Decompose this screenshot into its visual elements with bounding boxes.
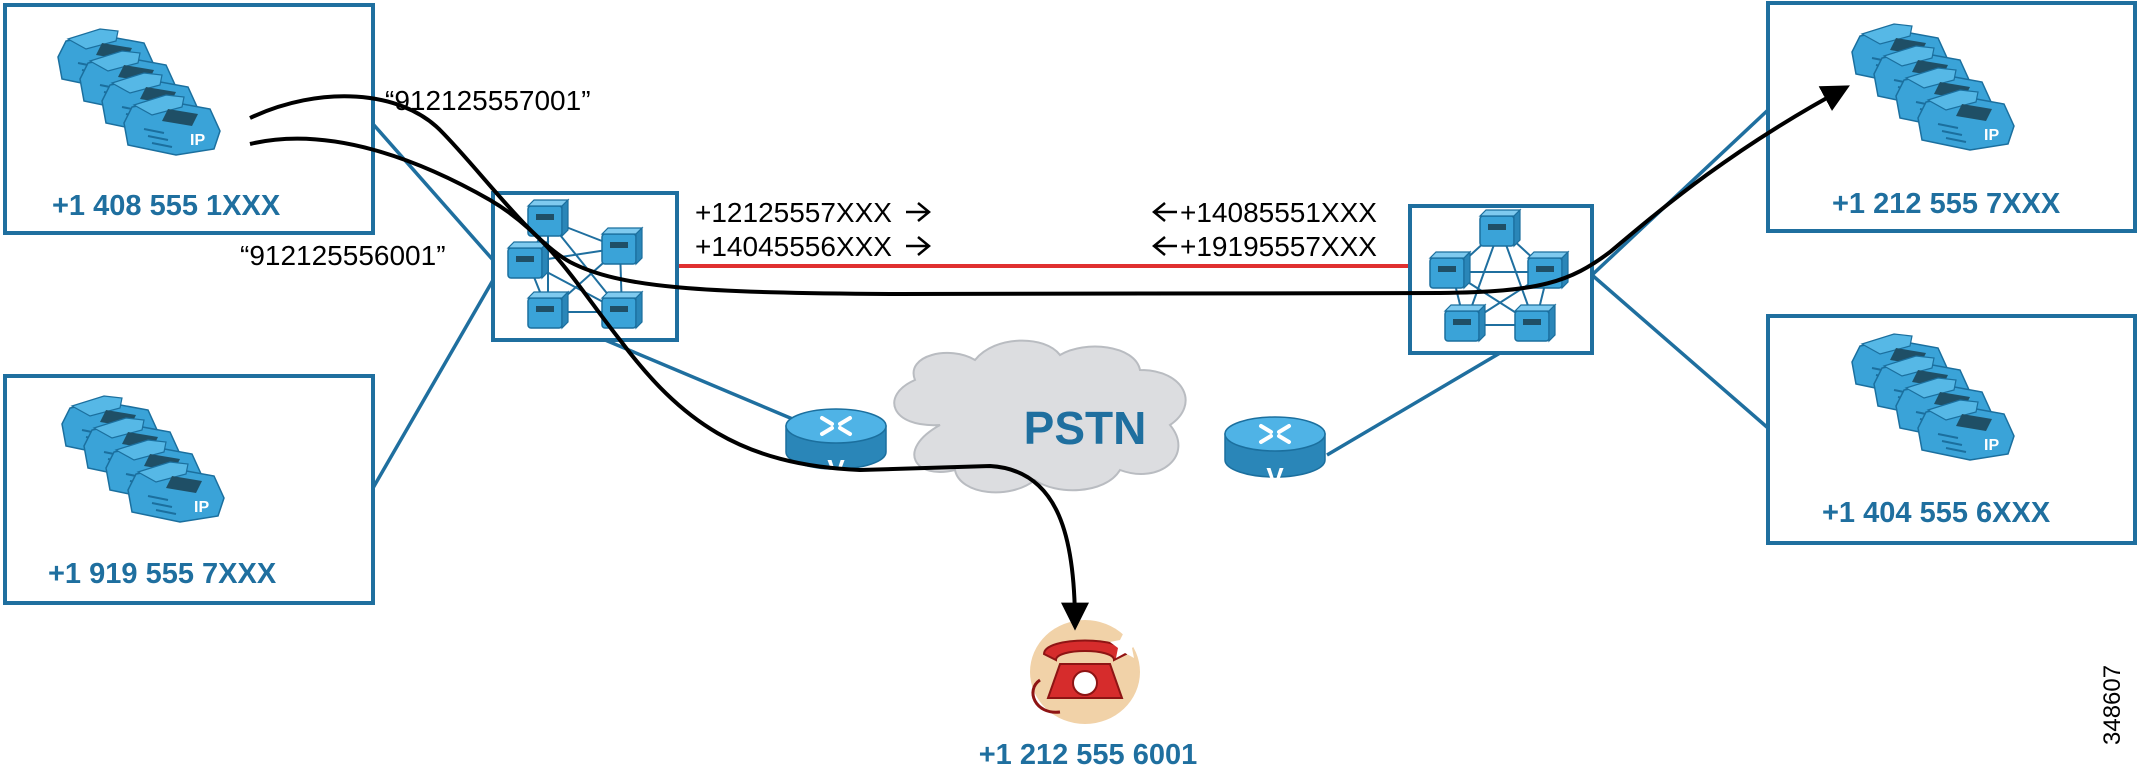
cluster-left: [491, 191, 679, 342]
site-box: [3, 3, 375, 235]
site-box: [1766, 314, 2137, 545]
ip-badge: IP: [1984, 437, 1999, 454]
site-1919: IP +1 919 555 7XXX: [3, 374, 375, 605]
link-1408-cluster: [371, 122, 502, 270]
route-labels-left: +12125557XXX +14045556XXX: [695, 197, 931, 262]
route-labels-right: +14085551XXX +19195557XXX: [1152, 197, 1377, 262]
site-1212: IP +1 212 555 7XXX: [1766, 1, 2137, 233]
ip-badge: IP: [1984, 127, 1999, 144]
site-1404: IP +1 404 555 6XXX: [1766, 314, 2137, 545]
arrow-left-icon: [1152, 236, 1177, 256]
site-number-label: +1 404 555 6XXX: [1822, 497, 2051, 529]
ip-phone-stack-icon: IP: [1852, 24, 2014, 150]
route-label: +19195557XXX: [1180, 231, 1377, 262]
arrow-right-icon: [906, 202, 931, 222]
arrow-right-icon: [906, 236, 931, 256]
site-box: [1766, 1, 2137, 233]
site-1408: IP +1 408 555 1XXX: [3, 3, 375, 235]
dial-string-lower: “912125556001”: [240, 240, 446, 271]
router-badge-right: V: [1266, 462, 1284, 492]
call-path-to-pstn: [249, 136, 1089, 631]
voice-gateway-router-icon: V: [784, 407, 888, 484]
link-cluster-router-right: [1326, 351, 1501, 457]
arrow-left-icon: [1152, 202, 1177, 222]
figure-id: 348607: [2099, 665, 2126, 745]
ip-badge: IP: [190, 132, 205, 149]
site-number-label: +1 408 555 1XXX: [52, 190, 281, 222]
cluster-right: [1408, 204, 1594, 355]
call-paths: [249, 85, 1850, 631]
call-path-to-1212: [249, 85, 1850, 297]
site-box: [3, 374, 375, 605]
link-1404-cluster: [1590, 273, 1770, 430]
destination-number: +1 212 555 6001: [979, 739, 1198, 771]
ip-phone-stack-icon: IP: [1852, 334, 2014, 460]
site-number-label: +1 919 555 7XXX: [48, 558, 277, 590]
ip-phone-stack-icon: IP: [62, 396, 224, 522]
voice-gateway-router-icon: V: [1223, 415, 1327, 492]
route-label: +14045556XXX: [695, 231, 892, 262]
ip-phone-stack-icon: IP: [58, 29, 220, 155]
link-1919-cluster: [371, 267, 502, 489]
analog-phone-icon: [1030, 620, 1140, 724]
dial-string-upper: “912125557001”: [385, 85, 591, 116]
route-label: +14085551XXX: [1180, 197, 1377, 228]
pstn-label: PSTN: [1024, 402, 1147, 454]
site-number-label: +1 212 555 7XXX: [1832, 188, 2061, 220]
ip-badge: IP: [194, 499, 209, 516]
pstn-cloud-icon: [893, 339, 1187, 494]
route-label: +12125557XXX: [695, 197, 892, 228]
